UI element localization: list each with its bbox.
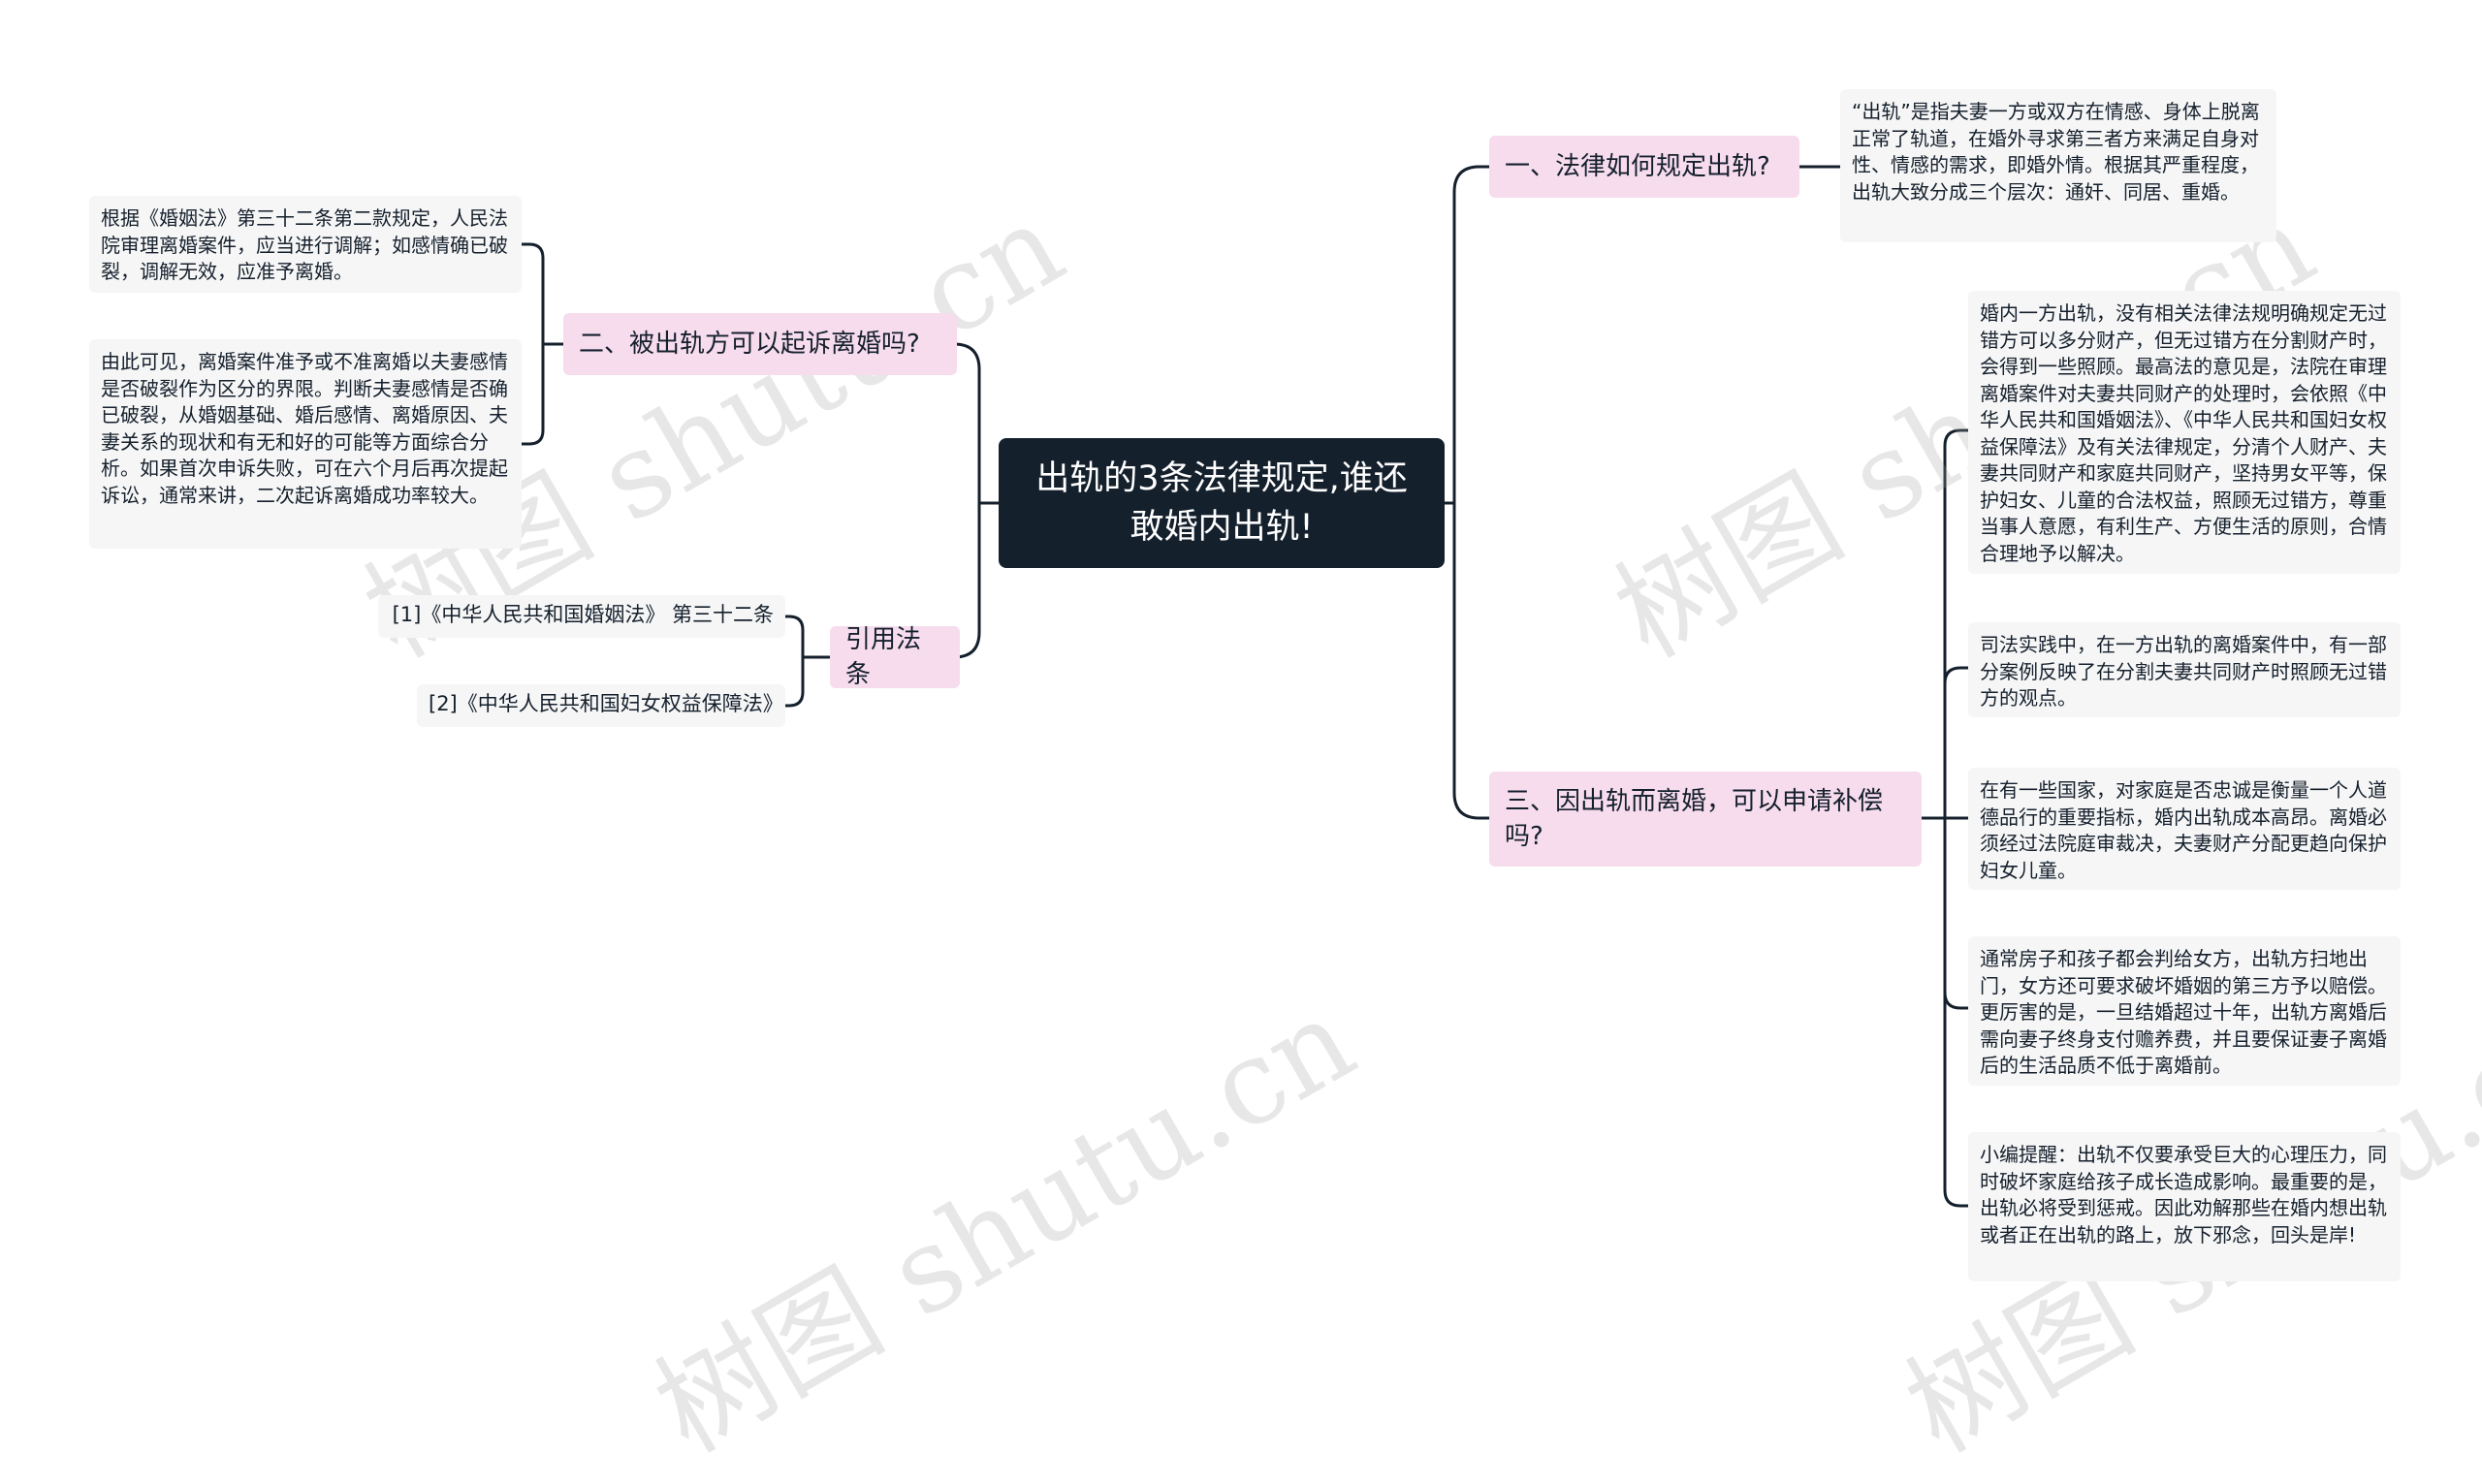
- leaf-editor-reminder[interactable]: 小编提醒：出轨不仅要承受巨大的心理压力，同时破坏家庭给孩子成长造成影响。最重要的…: [1968, 1132, 2401, 1281]
- link-root-b4: [953, 501, 1001, 659]
- branch-divorce-lawsuit[interactable]: 二、被出轨方可以起诉离婚吗?: [563, 313, 957, 375]
- ref-women-rights-law[interactable]: [2]《中华人民共和国妇女权益保障法》: [417, 684, 785, 727]
- link-b3-leaf1: [1920, 428, 1970, 820]
- ref-text: [1]《中华人民共和国婚姻法》 第三十二条: [392, 603, 774, 626]
- leaf-text: 婚内一方出轨，没有相关法律法规明确规定无过错方可以多分财产，但无过错方在分割财产…: [1980, 301, 2387, 565]
- link-b2-leaf1: [520, 242, 565, 346]
- branch-law-definition[interactable]: 一、法律如何规定出轨?: [1489, 136, 1799, 198]
- leaf-property-division[interactable]: 婚内一方出轨，没有相关法律法规明确规定无过错方可以多分财产，但无过错方在分割财产…: [1968, 291, 2401, 574]
- leaf-text: 司法实践中，在一方出轨的离婚案件中，有一部分案例反映了在分割夫妻共同财产时照顾无…: [1980, 633, 2387, 710]
- branch-label: 二、被出轨方可以起诉离婚吗?: [579, 330, 920, 359]
- connector-lines: [520, 165, 1970, 1208]
- leaf-text: 由此可见，离婚案件准予或不准离婚以夫妻感情是否破裂作为区分的界限。判断夫妻感情是…: [101, 350, 508, 507]
- branch-label: 三、因出轨而离婚，可以申请补偿吗?: [1505, 787, 1884, 851]
- ref-text: [2]《中华人民共和国妇女权益保障法》: [429, 692, 783, 715]
- leaf-text: 在有一些国家，对家庭是否忠诚是衡量一个人道德品行的重要指标，婚内出轨成本高昂。离…: [1980, 778, 2387, 882]
- mind-map-canvas: 树图 shutu.cn 树图 shutu.cn 树图 shutu.cn 树图 s…: [89, 89, 2482, 1479]
- leaf-divorce-judgement[interactable]: 由此可见，离婚案件准予或不准离婚以夫妻感情是否破裂作为区分的界限。判断夫妻感情是…: [89, 339, 522, 549]
- leaf-text: “出轨”是指夫妻一方或双方在情感、身体上脱离正常了轨道，在婚外寻求第三者方来满足…: [1852, 100, 2260, 204]
- leaf-judicial-practice[interactable]: 司法实践中，在一方出轨的离婚案件中，有一部分案例反映了在分割夫妻共同财产时照顾无…: [1968, 622, 2401, 717]
- leaf-text: 通常房子和孩子都会判给女方，出轨方扫地出门，女方还可要求破坏婚姻的第三方予以赔偿…: [1980, 947, 2387, 1077]
- leaf-definition-text[interactable]: “出轨”是指夫妻一方或双方在情感、身体上脱离正常了轨道，在婚外寻求第三者方来满足…: [1840, 89, 2276, 242]
- branch-compensation[interactable]: 三、因出轨而离婚，可以申请补偿吗?: [1489, 772, 1922, 867]
- branch-label: 一、法律如何规定出轨?: [1505, 152, 1770, 181]
- link-b4-ref1: [783, 615, 832, 659]
- link-b2-leaf2: [520, 342, 565, 446]
- leaf-text: 根据《婚姻法》第三十二条第二款规定，人民法院审理离婚案件，应当进行调解；如感情确…: [101, 206, 508, 283]
- link-b4-ref2: [783, 655, 832, 708]
- link-root-b2: [953, 342, 1001, 505]
- branch-cited-laws[interactable]: 引用法条: [830, 625, 960, 689]
- root-topic-title: 出轨的3条法律规定,谁还敢婚内出轨!: [1035, 459, 1408, 547]
- leaf-other-countries[interactable]: 在有一些国家，对家庭是否忠诚是衡量一个人道德品行的重要指标，婚内出轨成本高昂。离…: [1968, 768, 2401, 890]
- leaf-alimony[interactable]: 通常房子和孩子都会判给女方，出轨方扫地出门，女方还可要求破坏婚姻的第三方予以赔偿…: [1968, 936, 2401, 1086]
- link-b3-leaf2: [1920, 666, 1970, 820]
- root-topic[interactable]: 出轨的3条法律规定,谁还敢婚内出轨!: [999, 438, 1445, 568]
- link-b3-leaf5: [1920, 816, 1970, 1208]
- link-root-b1: [1443, 165, 1491, 505]
- leaf-text: 小编提醒：出轨不仅要承受巨大的心理压力，同时破坏家庭给孩子成长造成影响。最重要的…: [1980, 1143, 2387, 1247]
- link-root-b3: [1443, 501, 1491, 820]
- leaf-marriage-law-article[interactable]: 根据《婚姻法》第三十二条第二款规定，人民法院审理离婚案件，应当进行调解；如感情确…: [89, 196, 522, 293]
- branch-label: 引用法条: [845, 625, 922, 689]
- ref-marriage-law[interactable]: [1]《中华人民共和国婚姻法》 第三十二条: [378, 595, 785, 638]
